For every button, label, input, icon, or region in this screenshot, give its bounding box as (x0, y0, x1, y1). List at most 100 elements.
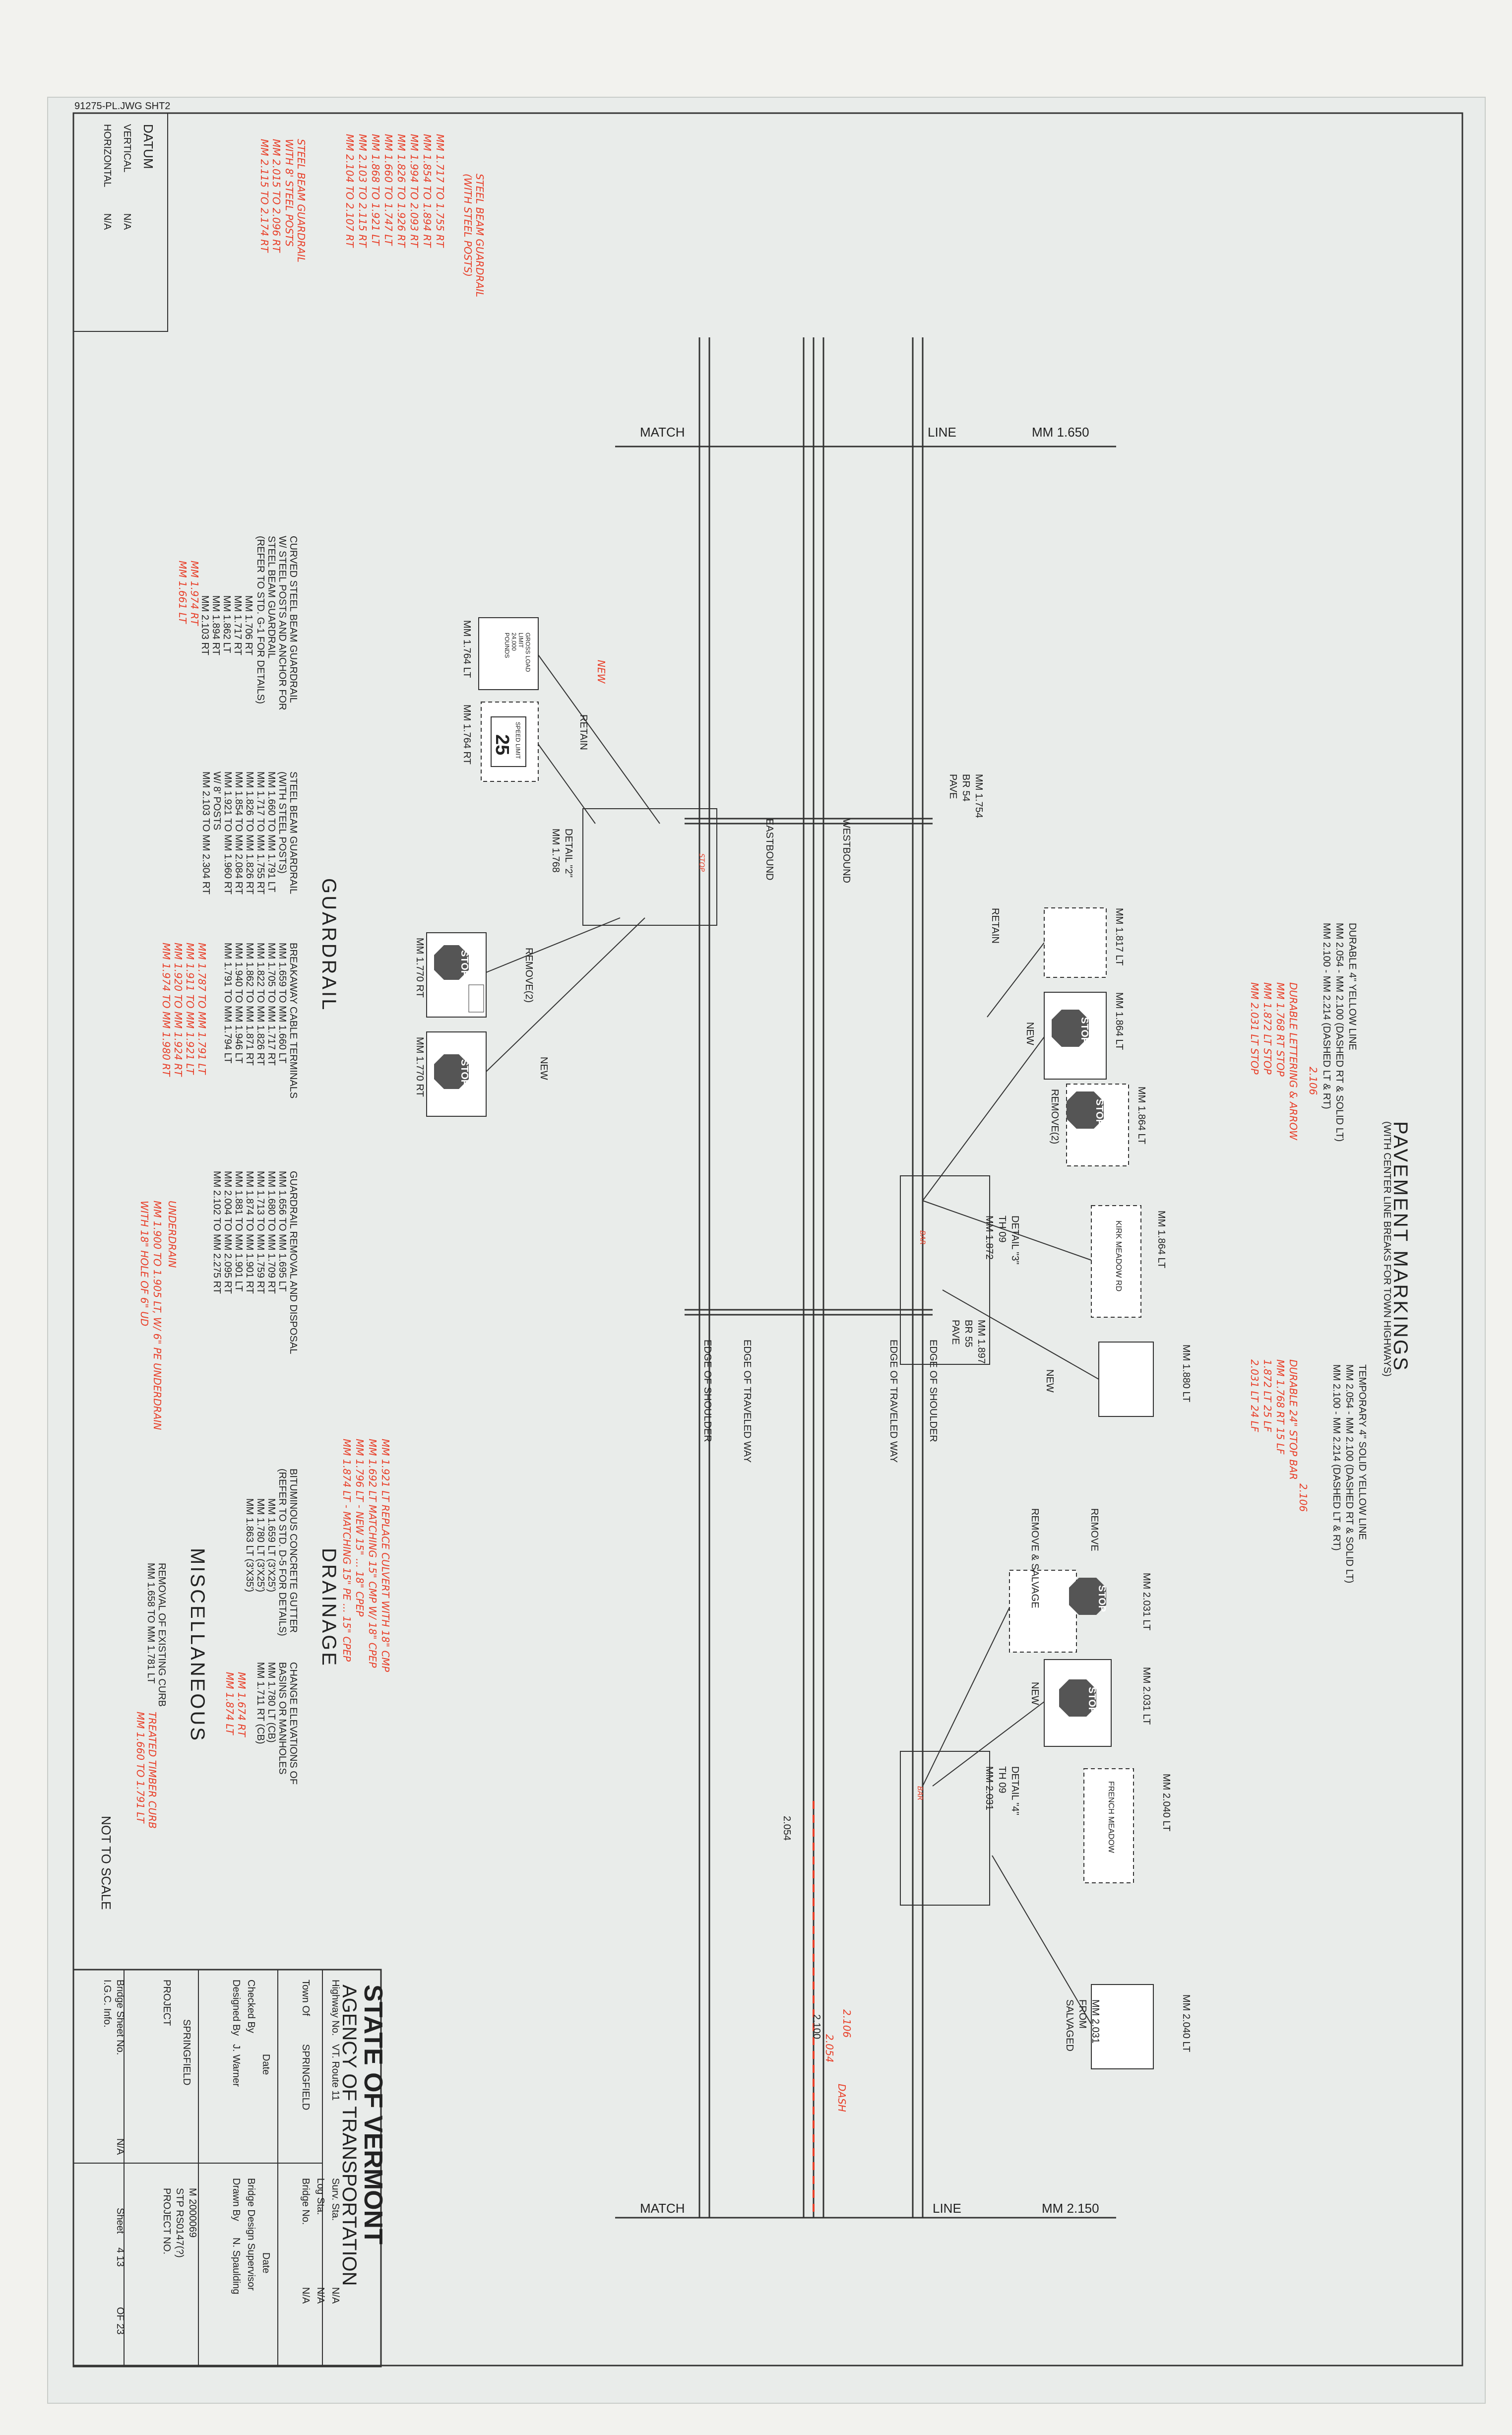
edge-traveled-top: EDGE OF TRAVELED WAY (888, 1340, 899, 1463)
svg-text:N/A: N/A (115, 2138, 126, 2155)
svg-text:MM 1.717 TO MM 1.755 RT: MM 1.717 TO MM 1.755 RT (255, 771, 266, 895)
svg-text:STOP: STOP (1086, 1687, 1097, 1714)
svg-text:MM 1.706 RT: MM 1.706 RT (243, 595, 254, 655)
svg-text:STOP: STOP (459, 1059, 470, 1086)
svg-text:Town Of: Town Of (300, 1980, 311, 2016)
svg-text:M 2000069: M 2000069 (187, 2188, 198, 2238)
svg-text:NEW: NEW (1029, 1682, 1040, 1705)
salvaged-from-label: SALVAGED FROM MM 2.031 (1064, 1999, 1101, 2051)
svg-text:MM 1.796 LT - NEW 15" ... 18": MM 1.796 LT - NEW 15" ... 18" CPEP (354, 1439, 366, 1617)
svg-text:MM 1.705 TO MM 1.717 RT: MM 1.705 TO MM 1.717 RT (266, 943, 277, 1066)
svg-text:DURABLE 24" STOP BAR: DURABLE 24" STOP BAR (1287, 1359, 1299, 1480)
svg-text:MM 2.031: MM 2.031 (984, 1766, 995, 1810)
datum-vertical-value: N/A (122, 213, 132, 230)
svg-text:STEEL BEAM GUARDRAIL: STEEL BEAM GUARDRAIL (266, 536, 277, 658)
svg-text:25: 25 (492, 734, 512, 755)
svg-text:DASH: DASH (836, 2084, 848, 2112)
svg-text:N/A: N/A (330, 2287, 341, 2304)
svg-text:KIRK MEADOW RD: KIRK MEADOW RD (1114, 1220, 1123, 1291)
svg-text:FROM: FROM (1077, 1999, 1088, 2029)
svg-text:W/ STEEL POSTS AND ANCHOR FOR: W/ STEEL POSTS AND ANCHOR FOR (277, 536, 288, 710)
svg-text:Checked By: Checked By (246, 1980, 256, 2033)
svg-text:Surv. Sta.: Surv. Sta. (330, 2178, 341, 2221)
svg-text:MM 1.817 LT: MM 1.817 LT (1114, 908, 1125, 965)
stop-sign-1770-a: STOP MM 1.770 RT REMOVE(2) (414, 932, 534, 1018)
svg-text:OF 23: OF 23 (115, 2307, 126, 2335)
svg-text:MM 1.791 TO MM 1.794 LT: MM 1.791 TO MM 1.794 LT (222, 943, 233, 1063)
svg-text:MM 1.656 TO MM 1.695 LT: MM 1.656 TO MM 1.695 LT (277, 1171, 288, 1291)
svg-text:REMOVAL OF EXISTING CURB: REMOVAL OF EXISTING CURB (156, 1563, 167, 1707)
svg-text:MM 1.659 LT (3'X25'): MM 1.659 LT (3'X25') (266, 1498, 277, 1592)
svg-text:2.031 LT 24 LF: 2.031 LT 24 LF (1249, 1359, 1260, 1432)
stop-sign-1864-new: STOP MM 1.864 LT NEW (1024, 992, 1125, 1080)
svg-text:MM 1.660 TO 1.747 LT: MM 1.660 TO 1.747 LT (382, 134, 394, 246)
svg-text:SALVAGED: SALVAGED (1064, 1999, 1075, 2051)
svg-text:BR 55: BR 55 (963, 1320, 974, 1347)
svg-text:MM 1.826 TO 1.926 RT: MM 1.826 TO 1.926 RT (395, 134, 407, 248)
detail-4: DETAIL "4" TH 09 MM 2.031 (900, 1751, 1020, 1906)
svg-text:RETAIN: RETAIN (990, 908, 1001, 944)
guardrail-removal-list: GUARDRAIL REMOVAL AND DISPOSAL MM 1.656 … (211, 1171, 299, 1354)
svg-text:VT. Route 11: VT. Route 11 (330, 2044, 341, 2101)
match-bottom-left: MATCH (640, 2201, 685, 2216)
svg-text:FRENCH MEADOW: FRENCH MEADOW (1107, 1781, 1115, 1854)
datum-horizontal-label: HORIZONTAL (102, 124, 113, 187)
svg-text:MM 2.115 TO 2.174 RT: MM 2.115 TO 2.174 RT (258, 139, 270, 253)
svg-text:MM 1.921 LT REPLACE CULVERT WI: MM 1.921 LT REPLACE CULVERT WITH 18" CMP (379, 1439, 391, 1672)
svg-text:MM 1.660 TO MM 1.791 LT: MM 1.660 TO MM 1.791 LT (266, 771, 277, 892)
svg-text:NOT TO SCALE: NOT TO SCALE (99, 1816, 114, 1910)
svg-text:MM 1.874 TO MM 1.901 RT: MM 1.874 TO MM 1.901 RT (244, 1171, 255, 1294)
svg-text:STOP: STOP (1094, 1099, 1105, 1126)
svg-text:(REFER TO STD. D-5 FOR DETAILS: (REFER TO STD. D-5 FOR DETAILS) (277, 1469, 288, 1636)
svg-text:MM 1.826 TO MM 1.826 RT: MM 1.826 TO MM 1.826 RT (244, 771, 255, 895)
eastbound-label: EASTBOUND (764, 819, 775, 880)
svg-text:DRAINAGE: DRAINAGE (318, 1548, 340, 1667)
svg-text:MM 1.660 TO 1.791 LT: MM 1.660 TO 1.791 LT (134, 1712, 146, 1824)
pave-br54: PAVE BR 54 MM 1.754 (947, 774, 984, 818)
street-sign-french: FRENCH MEADOW MM 2.040 LT (1083, 1768, 1172, 1883)
svg-text:MM 1.872 LT STOP: MM 1.872 LT STOP (1261, 982, 1273, 1075)
datum-horizontal-value: N/A (102, 213, 113, 230)
svg-text:MM 1.880 LT: MM 1.880 LT (1181, 1345, 1192, 1402)
stop-sign-1864-remove: STOP MM 1.864 LT REMOVE(2) (1049, 1084, 1147, 1166)
westbound-label: WESTBOUND (841, 819, 852, 883)
svg-text:REMOVE & SALVAGE: REMOVE & SALVAGE (1029, 1508, 1040, 1608)
stop-sign-2031-new: STOP MM 2.031 LT NEW (1029, 1659, 1152, 1747)
svg-text:DETAIL "4": DETAIL "4" (1009, 1766, 1020, 1815)
weight-limit-sign-1880: MM 1.880 LT NEW (1044, 1342, 1192, 1417)
svg-text:MM 1.658 TO MM 1.781 LT: MM 1.658 TO MM 1.781 LT (145, 1563, 156, 1683)
svg-text:MM 2.054 - MM 2.100 (DASHED RT: MM 2.054 - MM 2.100 (DASHED RT & SOLID L… (1344, 1364, 1355, 1583)
match-top-right: MM 1.650 (1032, 425, 1089, 440)
street-sign-kirk: KIRK MEADOW RD MM 1.864 LT (1091, 1205, 1167, 1318)
svg-text:MM 1.872: MM 1.872 (984, 1216, 995, 1260)
svg-text:MISCELLANEOUS: MISCELLANEOUS (187, 1548, 208, 1742)
svg-text:MM 1.787 TO MM 1.791 LT: MM 1.787 TO MM 1.791 LT (196, 943, 208, 1075)
svg-text:MM 1.680 TO MM 1.709 RT: MM 1.680 TO MM 1.709 RT (266, 1171, 277, 1294)
svg-text:SPRINGFIELD: SPRINGFIELD (181, 2019, 192, 2085)
svg-text:SPEED LIMIT: SPEED LIMIT (514, 722, 521, 759)
svg-text:MM 1.864 LT: MM 1.864 LT (1136, 1087, 1147, 1144)
road-lines (615, 337, 1116, 2219)
svg-text:MM 2.031 LT: MM 2.031 LT (1141, 1667, 1152, 1725)
svg-text:DETAIL "2": DETAIL "2" (563, 829, 574, 878)
svg-text:STOP: STOP (697, 853, 705, 872)
svg-text:PAVE: PAVE (947, 774, 958, 799)
svg-text:W/ 8' POSTS: W/ 8' POSTS (211, 771, 222, 830)
svg-text:MM 1.661 LT: MM 1.661 LT (177, 561, 189, 624)
svg-text:MM 2.015 TO 2.096 RT: MM 2.015 TO 2.096 RT (270, 139, 282, 253)
svg-text:Drawn By: Drawn By (231, 2178, 242, 2221)
guardrail-title: GUARDRAIL (318, 878, 340, 1012)
svg-text:MM 1.692 LT MATCHING 15" CMP W: MM 1.692 LT MATCHING 15" CMP W/ 18" CPEP (367, 1439, 378, 1668)
svg-text:N/A: N/A (300, 2287, 311, 2304)
svg-text:MM 1.974 RT: MM 1.974 RT (189, 561, 200, 626)
svg-text:MM 1.920 TO MM 1.924 RT: MM 1.920 TO MM 1.924 RT (172, 943, 184, 1077)
match-top-left: MATCH (640, 425, 685, 440)
svg-text:MM 1.768: MM 1.768 (550, 829, 561, 873)
cable-terminals-list: BREAKAWAY CABLE TERMINALS MM 1.659 TO MM… (222, 943, 299, 1098)
svg-text:MM 1.911 TO MM 1.921 LT: MM 1.911 TO MM 1.921 LT (184, 943, 196, 1075)
svg-text:MM 1.713 TO MM 1.759 RT: MM 1.713 TO MM 1.759 RT (255, 1171, 266, 1294)
svg-text:BR 54: BR 54 (960, 774, 971, 802)
svg-text:MM 1.874 LT - MATCHING 15" PE: MM 1.874 LT - MATCHING 15" PE ... 15" CP… (341, 1439, 353, 1662)
svg-text:MM 1.768 RT STOP: MM 1.768 RT STOP (1274, 982, 1286, 1077)
svg-text:Sheet: Sheet (115, 2208, 126, 2234)
